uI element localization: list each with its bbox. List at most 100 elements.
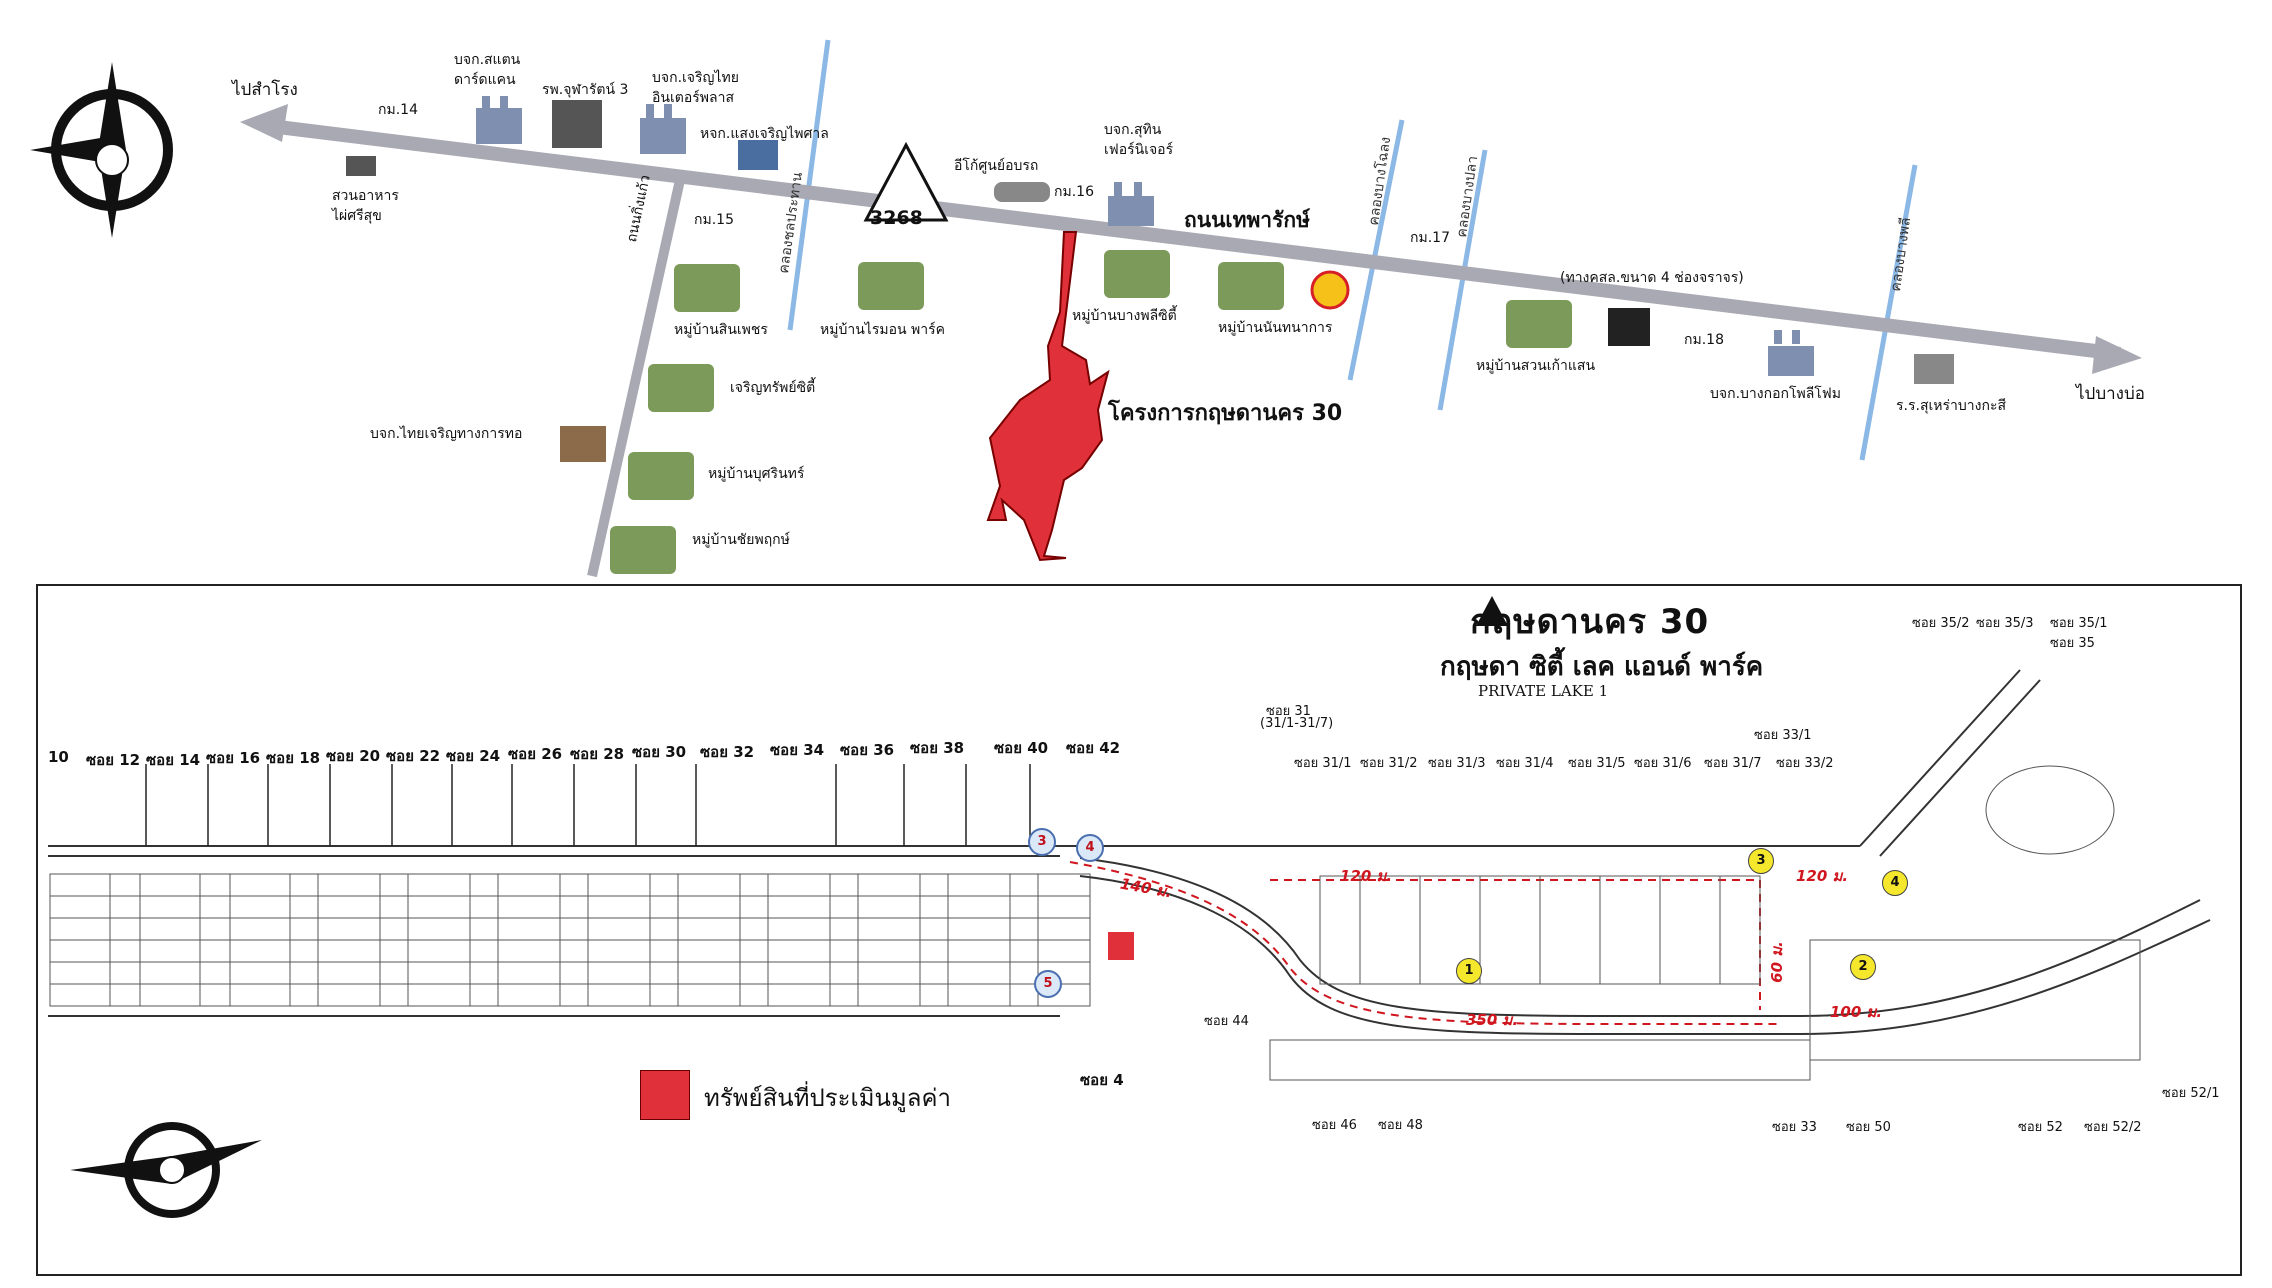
soi-label: ซอย 31/1 [1294,756,1352,771]
hospital-icon [552,100,602,148]
soi-label: ซอย 28 [570,745,625,763]
plan-road-curve [1079,857,2201,1017]
lot-blocks-left [49,873,1091,1007]
soi-label: ซอย 35 [2050,636,2095,651]
landmark-suan-ahan: สวนอาหาร ไผ่ศรีสุข [332,188,399,224]
canal-4 [1859,164,1918,461]
soi-label: ซอย 31/3 [1428,756,1486,771]
plan-road-diagonal-2 [1879,679,2041,857]
soi-label: ซอย 33/1 [1754,728,1812,743]
landmark-raimon: หมู่บ้านไรมอน พาร์ค [820,322,945,338]
km-marker: กม.15 [694,212,734,228]
km-marker: กม.16 [1054,184,1094,200]
km-marker: กม.18 [1684,332,1724,348]
soi-label: ซอย 34 [770,741,825,759]
landmark-charoenthai: บจก.เจริญไทย อินเตอร์พลาส [652,70,739,106]
main-road-label: ถนนเทพารักษ์ [1184,208,1310,232]
canal-2 [1347,119,1405,381]
factory-icons [476,96,1814,376]
soi-label: ซอย 31/5 [1568,756,1626,771]
distance-label: 350 ม. [1466,1011,1519,1029]
soi-label: ซอย 52/1 [2162,1086,2220,1101]
route-dashed [1069,861,1780,1025]
lot-blocks-right [1269,765,2141,1081]
plan-road-curve-2 [1079,875,2211,1035]
compass-bottom-icon [70,1122,262,1218]
soi-label: 10 [48,748,69,766]
soi-label: ซอย 31/4 [1496,756,1554,771]
route-dashed-2 [1270,879,1761,1010]
photo-point-marker: 4 [1076,834,1104,862]
soi-ticks [145,764,1031,846]
soi-label: ซอย 36 [840,741,895,759]
soi-label: ซอย 38 [910,739,965,757]
legend-label: ทรัพย์สินที่ประเมินมูลค่า [704,1084,951,1112]
soi-label: ซอย 30 [632,743,687,761]
main-road [269,119,2121,361]
direction-left-label: ไปสำโรง [232,80,298,100]
route-number-label: 3268 [870,207,923,229]
soi-label: ซอย 42 [1066,739,1121,757]
direction-right-label: ไปบางบ่อ [2076,384,2145,404]
compass-top-icon [30,62,173,238]
school-icon [1914,354,1954,384]
photo-point-marker: 5 [1034,970,1062,998]
landmark-suthin: บจก.สุทิน เฟอร์นิเจอร์ [1104,122,1174,158]
soi-label: ซอย 33 [1772,1120,1817,1135]
landmark-bangkok-polyfoam: บจก.บางกอกโพลีโฟม [1710,386,1841,402]
soi-label: ซอย 22 [386,747,441,765]
landmark-sinphet: หมู่บ้านสินเพชร [674,322,768,338]
location-map: ไปสำโรง ไปบางบ่อ ถนนเทพารักษ์ 3268 โครงก… [0,0,2272,580]
soi-label: ซอย 12 [86,751,141,769]
km-marker: กม.14 [378,102,418,118]
soi-label: ซอย 48 [1378,1118,1423,1133]
soi-label: ซอย 35/2 [1912,616,1970,631]
distance-label: 120 ม. [1340,867,1393,885]
landmark-charoensub: เจริญทรัพย์ซิตี้ [730,380,816,396]
photo-point-marker: 2 [1850,954,1876,980]
photo-point-marker: 3 [1748,848,1774,874]
soi-label: ซอย 52/2 [2084,1120,2142,1135]
plan-subtitle: กฤษดา ซิตี้ เลค แอนด์ พาร์ค [1440,652,1764,682]
soi-label: ซอย 40 [994,739,1049,757]
landmark-ecocar: อีโก้ศูนย์อบรถ [954,158,1039,174]
restaurant-icon [346,156,376,176]
soi-label: ซอย 52 [2018,1120,2063,1135]
soi-label: ซอย 31/6 [1634,756,1692,771]
distance-label: 120 ม. [1796,867,1849,885]
distance-label: 60 ม. [1767,941,1786,983]
factory-logo-icon [1608,308,1650,346]
soi-label: ซอย 26 [508,745,563,763]
soi-label: ซอย 4 [1080,1071,1124,1089]
soi-label: ซอย 33/2 [1776,756,1834,771]
canal-1 [787,39,831,331]
landmark-buri: หมู่บ้านบุศรินทร์ [708,466,805,482]
car-icon [994,182,1050,202]
side-road [587,178,685,578]
project-plot [986,231,1110,562]
site-plan-frame [36,584,2242,1276]
soi-label: (31/1-31/7) [1260,716,1334,731]
project-logo-icon [1476,596,1508,626]
km-marker: กม.17 [1410,230,1450,246]
landmark-hospital: รพ.จุฬารัตน์ 3 [542,82,629,98]
compass-letter: N [124,1164,136,1180]
soi-label: ซอย 31/2 [1360,756,1418,771]
shell-logo-icon [1310,270,1350,310]
plan-subtitle-en: PRIVATE LAKE 1 [1478,682,1609,700]
photo-point-marker: 3 [1028,828,1056,856]
shophouse-icon [738,140,778,170]
soi-label: ซอย 31/7 [1704,756,1762,771]
legend-swatch [640,1070,690,1120]
landmark-thaicharoen: บจก.ไทยเจริญทางการทอ [370,426,523,442]
landmark-suan-kao-saen: หมู่บ้านสวนเก้าแสน [1476,358,1596,374]
landmark-sandard: บจก.สแตน ดาร์ดแคน [454,52,521,88]
soi-label: ซอย 50 [1846,1120,1891,1135]
soi-label: ซอย 46 [1312,1118,1357,1133]
soi-label: ซอย 31 [1266,704,1311,719]
soi-label: ซอย 35/1 [2050,616,2108,631]
highlighted-lot [1108,932,1134,960]
landmark-chaiyaphruek: หมู่บ้านชัยพฤกษ์ [692,532,790,548]
soi-label: ซอย 35/3 [1976,616,2034,631]
